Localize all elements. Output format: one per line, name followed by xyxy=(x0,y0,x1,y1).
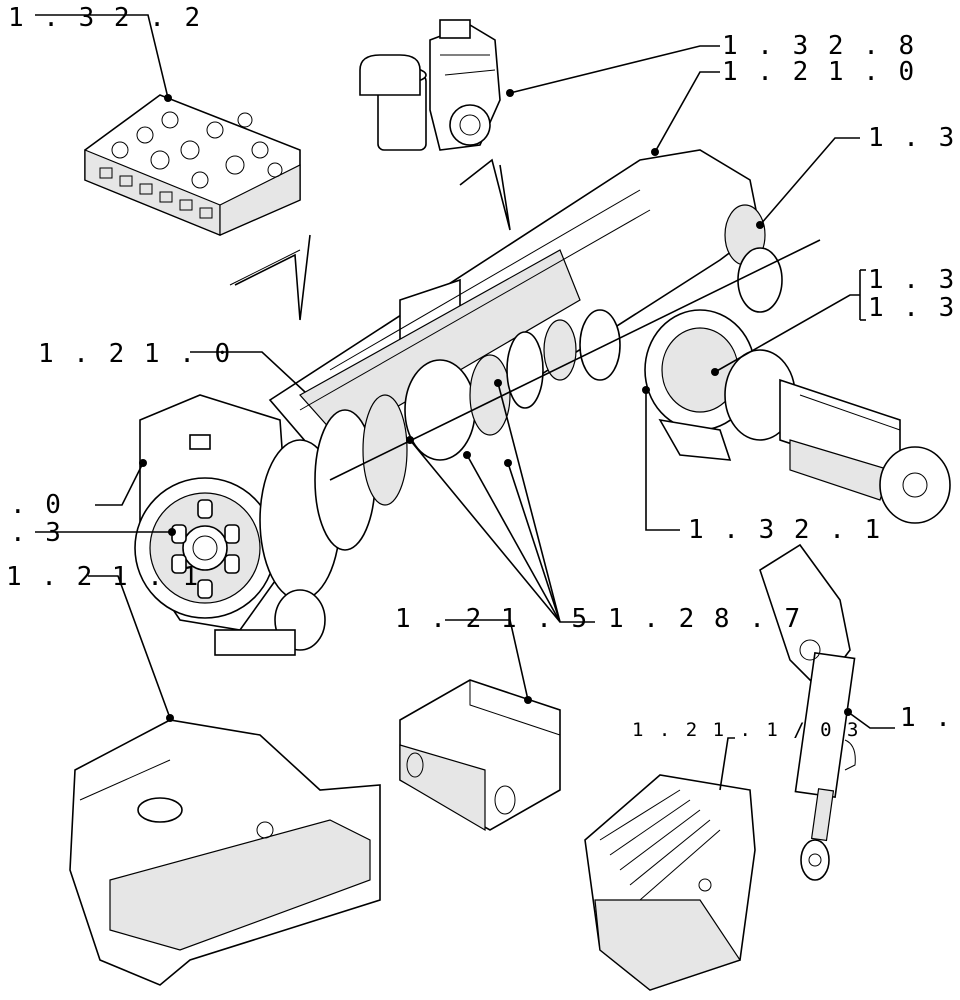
callout-labels: 1 . 3 2 . 2 1 . 3 2 . 8 1 . 2 1 . 0 1 . … xyxy=(6,3,960,741)
clutch-assembly-part[interactable] xyxy=(134,394,291,631)
weight-support-part[interactable] xyxy=(399,679,561,832)
ballast-weight-part[interactable] xyxy=(584,774,756,991)
lift-cylinder-part[interactable] xyxy=(759,543,856,881)
callout-gear-train[interactable]: 1 . 2 8 . 7 xyxy=(608,604,802,634)
leader-lines xyxy=(35,14,895,791)
callout-differential-a[interactable]: 1 . 3 2 xyxy=(868,265,960,295)
callout-ballast-weight[interactable]: 1 . 2 1 . 1 / 0 3 xyxy=(632,719,860,741)
gear-train-part[interactable] xyxy=(214,204,821,656)
callout-valve-block[interactable]: 1 . 3 2 . 2 xyxy=(8,3,202,33)
front-support-part[interactable] xyxy=(69,719,381,986)
callout-axle-shaft[interactable]: 1 . 3 2 . 1 xyxy=(688,515,882,545)
rear-axle-part[interactable] xyxy=(644,309,951,524)
callout-differential-b[interactable]: 1 . 3 2 xyxy=(868,293,960,323)
callout-lift-cylinder[interactable]: 1 . 2 xyxy=(900,703,960,733)
callout-transmission-housing[interactable]: 1 . 2 1 . 0 xyxy=(38,339,232,369)
callout-clutch-housing[interactable]: . 0 xyxy=(10,490,63,520)
valve-block-part[interactable] xyxy=(84,94,301,236)
callout-front-support[interactable]: 1 . 2 1 . 1 xyxy=(6,562,200,592)
callout-hydraulic-pump[interactable]: 1 . 3 2 . 8 xyxy=(722,31,916,61)
callout-gear-group[interactable]: 1 . 3 2 xyxy=(868,123,960,153)
callout-weight-support[interactable]: 1 . 2 1 . 5 xyxy=(395,604,589,634)
callout-clutch-disc[interactable]: . 3 xyxy=(10,518,63,548)
hydraulic-pump-part[interactable] xyxy=(359,19,501,151)
callout-transmission-housing-rear[interactable]: 1 . 2 1 . 0 xyxy=(722,57,916,87)
